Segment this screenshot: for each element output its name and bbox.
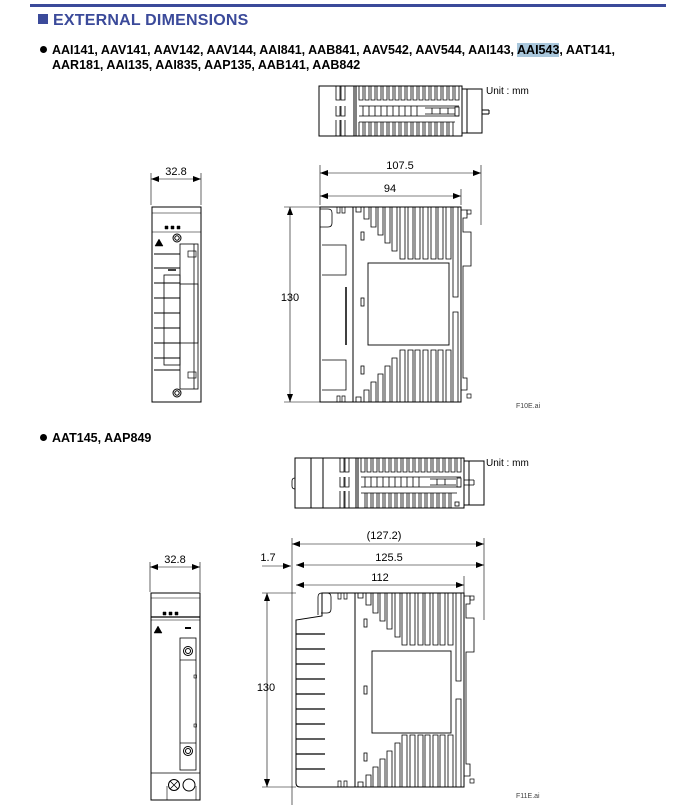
dim-body-depth-1: 94 — [384, 183, 396, 195]
top-view-1 — [318, 85, 490, 137]
top-view-2 — [291, 457, 485, 509]
dim-height-2: 130 — [257, 682, 275, 694]
section-title: EXTERNAL DIMENSIONS — [38, 12, 249, 30]
dim-total-depth-2: 125.5 — [375, 552, 403, 564]
dim-front-width-1: 32.8 — [165, 166, 186, 178]
dim-height-1: 130 — [281, 292, 299, 304]
figure-ref-2: F11E.ai — [516, 793, 540, 800]
unit-label-2: Unit : mm — [486, 458, 529, 469]
section-title-text: EXTERNAL DIMENSIONS — [53, 12, 249, 29]
highlighted-model: AAI543 — [517, 43, 560, 57]
model-list-line2: AAR181, AAI135, AAI835, AAP135, AAB141, … — [52, 58, 361, 72]
model-list-part: AAI141, AAV141, AAV142, AAV144, AAI841, … — [52, 43, 518, 57]
front-view-1 — [150, 173, 202, 403]
dim-offset-2: 1.7 — [260, 552, 275, 564]
dim-front-width-2: 32.8 — [164, 554, 185, 566]
bullet-icon — [40, 46, 47, 53]
side-view-2 — [262, 538, 485, 805]
front-view-2 — [149, 562, 201, 801]
figure-ref-1: F10E.ai — [516, 403, 541, 410]
model-list-group1: AAI141, AAV141, AAV142, AAV144, AAI841, … — [40, 43, 615, 73]
header-rule — [30, 4, 666, 7]
model-list-text: AAT145, AAP849 — [52, 431, 152, 445]
unit-label-1: Unit : mm — [486, 86, 529, 97]
model-list-group2: AAT145, AAP849 — [40, 431, 151, 446]
dim-body-depth-2: 112 — [371, 572, 389, 584]
square-bullet-icon — [38, 14, 48, 24]
side-view-1 — [284, 165, 482, 403]
bullet-icon — [40, 434, 47, 441]
dim-total-depth-1: 107.5 — [386, 160, 414, 172]
dim-overall-depth-2: (127.2) — [367, 530, 402, 542]
model-list-part: , AAT141, — [559, 43, 615, 57]
